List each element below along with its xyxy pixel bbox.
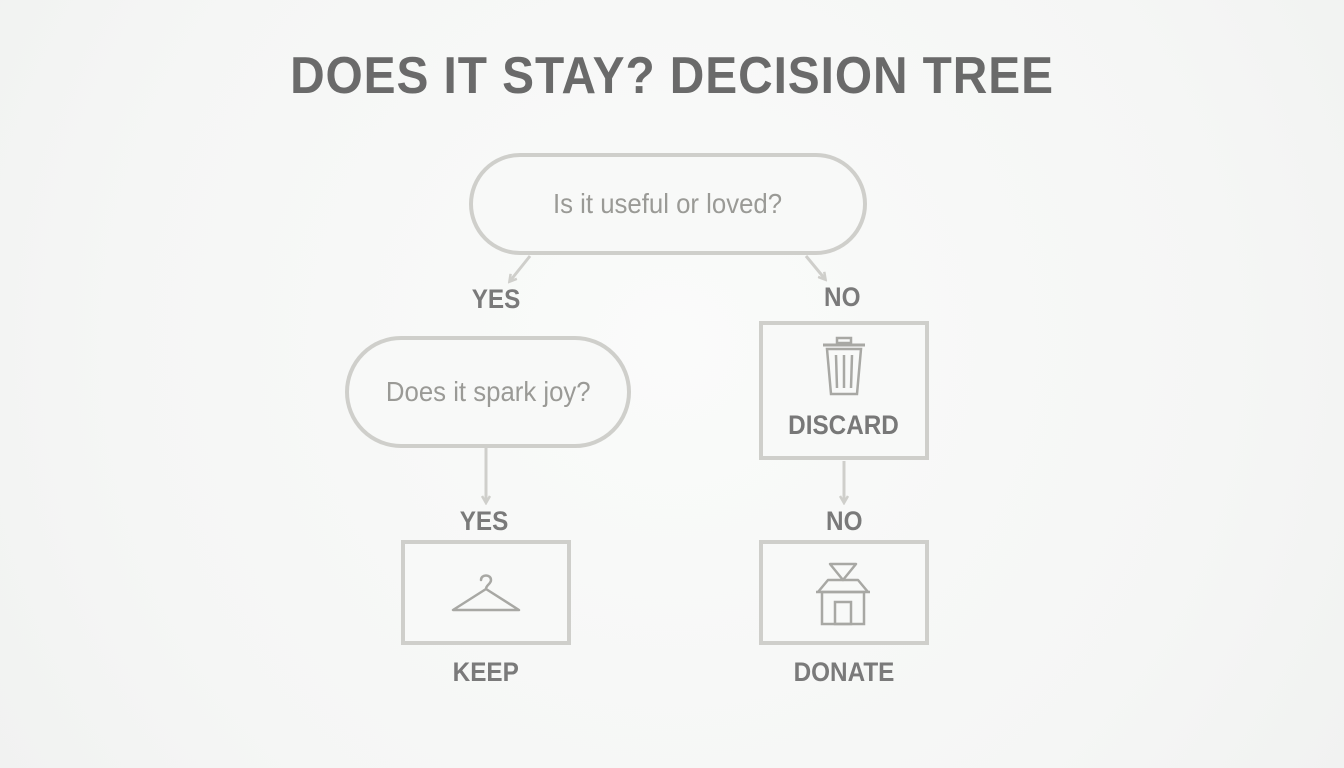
- question-spark-joy: Does it spark joy?: [345, 336, 631, 448]
- edge-label-no: NO: [823, 282, 861, 312]
- donation-box-icon: [816, 562, 870, 626]
- question-useful-or-loved-text: Is it useful or loved?: [553, 188, 783, 219]
- hanger-icon: [451, 574, 521, 612]
- question-useful-or-loved: Is it useful or loved?: [469, 153, 867, 255]
- edge-label-yes: YES: [471, 284, 521, 314]
- keep-box: [401, 540, 571, 645]
- question-spark-joy-text: Does it spark joy?: [385, 376, 591, 407]
- arrow-q1-yes: [510, 255, 532, 281]
- edge-label-yes: YES: [459, 506, 509, 536]
- donate-box: [759, 540, 929, 645]
- discard-label: DISCARD: [788, 410, 900, 440]
- keep-label: KEEP: [452, 657, 520, 687]
- donate-label: DONATE: [793, 657, 895, 687]
- edge-label-no: NO: [825, 506, 863, 536]
- trash-icon: [823, 336, 865, 396]
- arrow-q1-no: [804, 255, 825, 279]
- page-title: DOES IT STAY? DECISION TREE: [290, 47, 1054, 105]
